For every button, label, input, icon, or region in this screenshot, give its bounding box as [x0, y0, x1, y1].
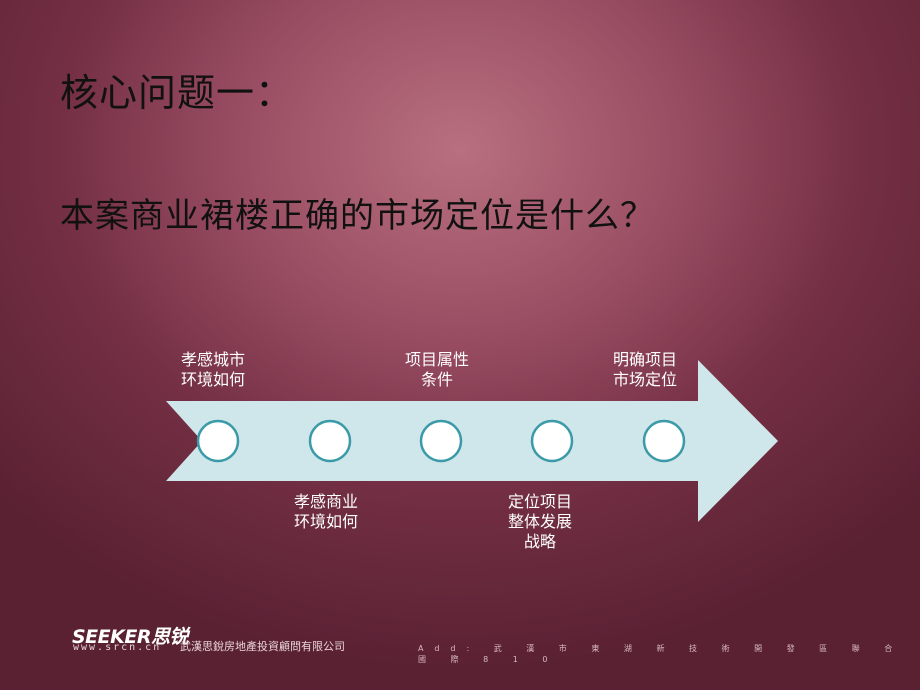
- step-circle-3: [419, 419, 463, 463]
- step-label-2: 孝感商业 环境如何: [294, 492, 358, 532]
- step-label-5-line-1: 明确项目: [613, 350, 678, 369]
- step-label-4-line-2: 整体发展: [508, 512, 573, 531]
- step-label-5-line-2: 市场定位: [613, 370, 678, 389]
- arrow-shape: [166, 360, 778, 522]
- step-label-4-line-1: 定位项目: [508, 492, 573, 511]
- step-label-5: 明确项目 市场定位: [613, 350, 677, 390]
- step-label-2-line-2: 环境如何: [294, 512, 359, 531]
- step-label-1: 孝感城市 环境如何: [181, 350, 245, 390]
- step-label-1-line-1: 孝感城市: [181, 350, 246, 369]
- step-label-4-line-3: 战略: [524, 532, 557, 551]
- step-label-3-line-1: 项目属性: [405, 350, 470, 369]
- step-label-2-line-1: 孝感商业: [294, 492, 359, 511]
- step-label-3: 项目属性 条件: [405, 350, 469, 390]
- step-circle-2: [308, 419, 352, 463]
- slide-heading: 核心问题一：: [60, 71, 295, 115]
- step-label-4: 定位项目 整体发展 战略: [508, 492, 572, 552]
- step-circle-4: [530, 419, 574, 463]
- company-name: 武漢思銳房地產投資顧問有限公司: [180, 640, 345, 653]
- step-label-3-line-2: 条件: [421, 370, 454, 389]
- step-label-1-line-2: 环境如何: [181, 370, 246, 389]
- company-url: www.srcn.cn: [73, 642, 162, 653]
- step-circle-5: [642, 419, 686, 463]
- step-circle-1: [196, 419, 240, 463]
- company-address: Add: 武 漢 市 東 湖 新 技 術 開 發 區 聯 合 國 際 8 1 0: [418, 644, 904, 664]
- slide-question: 本案商业裙楼正确的市场定位是什么？: [60, 196, 655, 236]
- company-logo: SEEKER思锐: [72, 626, 188, 648]
